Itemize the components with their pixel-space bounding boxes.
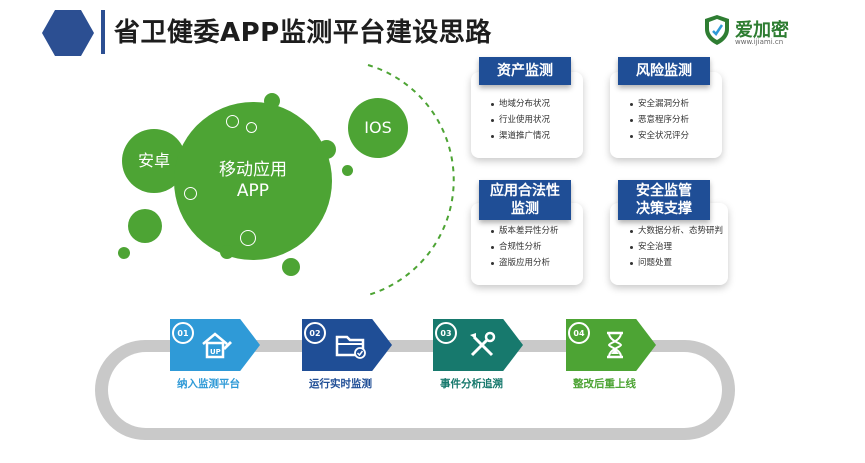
step-03-label: 事件分析追溯 bbox=[440, 378, 503, 390]
tools-icon bbox=[470, 331, 496, 357]
logo-url: www.ijiami.cn bbox=[735, 38, 784, 46]
decision-support-list: 大数据分析、态势研判 安全治理 问题处置 bbox=[610, 203, 728, 271]
list-item: 安全状况评分 bbox=[630, 128, 722, 144]
list-item: 盗版应用分析 bbox=[491, 255, 583, 271]
page-title: 省卫健委APP监测平台建设思路 bbox=[114, 18, 492, 48]
list-item: 恶意程序分析 bbox=[630, 112, 722, 128]
decor-dot bbox=[317, 140, 336, 159]
step-01-label: 纳入监测平台 bbox=[177, 378, 240, 390]
ios-bubble: IOS bbox=[348, 98, 408, 158]
risk-monitoring-list: 安全漏洞分析 恶意程序分析 安全状况评分 bbox=[610, 72, 722, 144]
risk-monitoring-card: 安全漏洞分析 恶意程序分析 安全状况评分 bbox=[610, 72, 722, 158]
ios-label: IOS bbox=[364, 118, 392, 137]
decor-dot bbox=[220, 245, 234, 259]
list-item: 大数据分析、态势研判 bbox=[630, 223, 728, 239]
header-hexagon bbox=[42, 10, 94, 56]
step-04-number: 04 bbox=[568, 322, 590, 344]
step-01-number: 01 bbox=[172, 322, 194, 344]
folder-icon bbox=[335, 335, 366, 359]
asset-monitoring-list: 地域分布状况 行业使用状况 渠道推广情况 bbox=[471, 72, 583, 144]
step-04-label: 整改后重上线 bbox=[573, 378, 636, 390]
decor-dot bbox=[118, 247, 130, 259]
svg-text:UP: UP bbox=[210, 348, 221, 356]
step-02-label: 运行实时监测 bbox=[309, 378, 372, 390]
logo-name: 爱加密 bbox=[735, 20, 789, 41]
up-icon: UP bbox=[202, 332, 232, 359]
asset-monitoring-tag: 资产监测 bbox=[479, 57, 571, 85]
list-item: 安全漏洞分析 bbox=[630, 96, 722, 112]
mobile-app-bubble: 移动应用 APP bbox=[174, 102, 332, 260]
list-item: 地域分布状况 bbox=[491, 96, 583, 112]
step-03-number: 03 bbox=[435, 322, 457, 344]
decor-ring bbox=[246, 122, 257, 133]
decor-dot bbox=[282, 258, 300, 276]
asset-monitoring-card: 地域分布状况 行业使用状况 渠道推广情况 bbox=[471, 72, 583, 158]
decor-ring bbox=[226, 115, 239, 128]
list-item: 安全治理 bbox=[630, 239, 728, 255]
decor-ring bbox=[184, 187, 197, 200]
mobile-app-label: 移动应用 APP bbox=[219, 159, 287, 201]
risk-monitoring-tag: 风险监测 bbox=[618, 57, 710, 85]
list-item: 问题处置 bbox=[630, 255, 728, 271]
decor-dot bbox=[128, 209, 162, 243]
title-divider bbox=[101, 10, 105, 54]
list-item: 合规性分析 bbox=[491, 239, 583, 255]
brand-logo: 爱加密 www.ijiami.cn bbox=[703, 12, 823, 52]
android-label: 安卓 bbox=[137, 151, 170, 170]
list-item: 行业使用状况 bbox=[491, 112, 583, 128]
shield-logo-icon bbox=[705, 15, 729, 45]
decor-dot bbox=[342, 165, 353, 176]
decor-dot bbox=[264, 93, 280, 109]
step-02-number: 02 bbox=[304, 322, 326, 344]
legality-monitoring-list: 版本差异性分析 合规性分析 盗版应用分析 bbox=[471, 203, 583, 271]
legality-monitoring-tag: 应用合法性 监测 bbox=[479, 180, 571, 220]
decor-ring bbox=[240, 230, 256, 246]
dashed-arc bbox=[367, 64, 455, 296]
decision-support-tag: 安全监管 决策支撑 bbox=[618, 180, 710, 220]
list-item: 版本差异性分析 bbox=[491, 223, 583, 239]
list-item: 渠道推广情况 bbox=[491, 128, 583, 144]
hourglass-icon bbox=[607, 331, 623, 359]
